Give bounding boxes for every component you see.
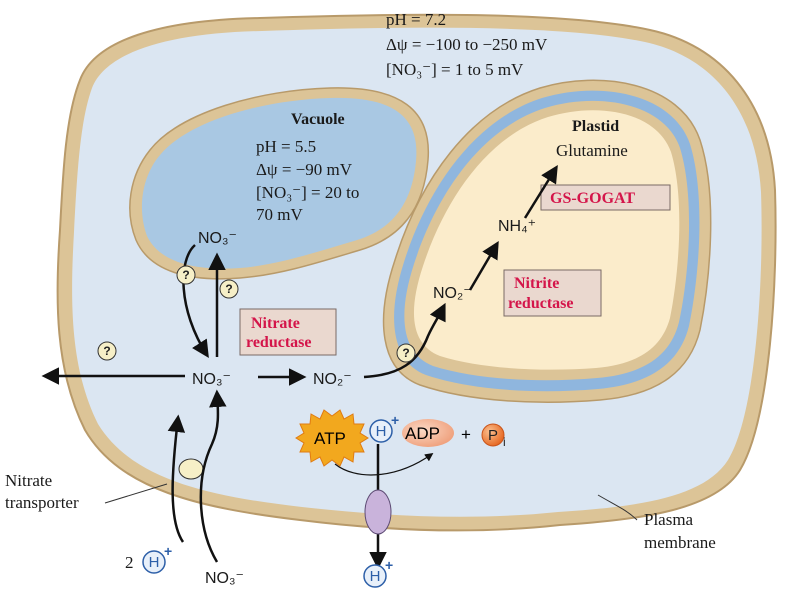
nitrite-into-plastid-arrow (363, 302, 446, 379)
nitrite-reductase-box (503, 269, 602, 317)
unknown-transporter-marker-3: ? (97, 341, 117, 361)
proton-symbol-cytosol: H + (369, 412, 399, 443)
vacuole-to-cytosol-arrow (182, 244, 209, 358)
svg-text:+: + (385, 557, 393, 573)
plus-sign: + (461, 425, 471, 444)
vacuole-nitrate-concentration-cont: 70 mV (256, 205, 303, 224)
proton-pump (364, 489, 392, 535)
svg-text:H: H (370, 568, 381, 585)
unknown-transporter-marker-1: ? (176, 265, 196, 285)
svg-text:?: ? (402, 346, 409, 360)
svg-text:?: ? (182, 268, 189, 282)
plasma-membrane-leader (597, 494, 638, 521)
nitrite-to-ammonium-arrow (468, 240, 499, 291)
nitrate-transporter-label: Nitrate (5, 471, 52, 490)
nitrate-influx-arrow (199, 389, 227, 563)
vacuole-nitrate-ion: NO₃⁻ (198, 230, 237, 247)
plastid-stroma (413, 110, 680, 370)
nitrite-reductase-label: Nitrite (514, 275, 559, 292)
nitrate-reductase-box (239, 308, 337, 356)
proton-symbol-outside-left: H + (142, 543, 172, 574)
plastid-nitrite-ion: NO₂⁻ (433, 285, 472, 302)
svg-text:?: ? (103, 344, 110, 358)
nitrate-transporter-label-cont: transporter (5, 493, 79, 512)
adp-blob (402, 419, 454, 447)
atp-label: ATP (314, 429, 346, 448)
cytosol-nitrite-ion: NO₂⁻ (313, 371, 352, 388)
plastid-title: Plastid (572, 118, 619, 135)
cytosol-nitrate-concentration: [NO₃⁻] = 1 to 5 mV (386, 60, 524, 79)
vacuole (141, 97, 417, 269)
nitrite-reductase-label-cont: reductase (508, 295, 573, 312)
cytosol-membrane-potential: Δψ = −100 to −250 mV (386, 35, 548, 54)
svg-text:H: H (149, 554, 160, 571)
plasma-membrane-label: Plasma (644, 510, 694, 529)
svg-text:?: ? (225, 282, 232, 296)
svg-text:+: + (391, 412, 399, 428)
proton-symbol-outside-pump: H + (363, 557, 393, 588)
plasma-membrane-label-cont: membrane (644, 533, 716, 552)
ammonium-ion: NH₄⁺ (498, 218, 536, 235)
gs-gogat-box (540, 184, 671, 211)
unknown-transporter-marker-4: ? (396, 343, 416, 363)
nitrate-transporter-leader (104, 483, 168, 504)
vacuole-nitrate-concentration: [NO₃⁻] = 20 to (256, 183, 359, 202)
external-nitrate-ion: NO₃⁻ (205, 570, 244, 587)
cytosol-nitrate-ion: NO₃⁻ (192, 371, 231, 388)
svg-text:H: H (376, 423, 387, 440)
unknown-transporter-marker-2: ? (219, 279, 239, 299)
gs-gogat-label: GS-GOGAT (550, 190, 635, 207)
atp-burst (295, 409, 369, 467)
svg-text:+: + (164, 543, 172, 559)
svg-text:i: i (503, 435, 506, 449)
vacuole-title: Vacuole (291, 111, 345, 128)
nitrate-transporter-shape (178, 458, 204, 480)
cytosol-ph: pH = 7.2 (386, 10, 446, 29)
proton-stoichiometry: 2 (125, 553, 134, 572)
inorganic-phosphate: P i (481, 423, 506, 449)
vacuole-membrane-potential: Δψ = −90 mV (256, 160, 353, 179)
svg-text:P: P (488, 427, 498, 444)
proton-influx-arrow (167, 414, 186, 543)
nitrate-reductase-label-cont: reductase (246, 334, 311, 351)
vacuole-ph: pH = 5.5 (256, 137, 316, 156)
adp-label: ADP (405, 424, 440, 443)
glutamine-label: Glutamine (556, 141, 628, 160)
ammonium-to-glutamine-arrow (523, 165, 558, 219)
nitrate-reductase-label: Nitrate (251, 315, 300, 332)
